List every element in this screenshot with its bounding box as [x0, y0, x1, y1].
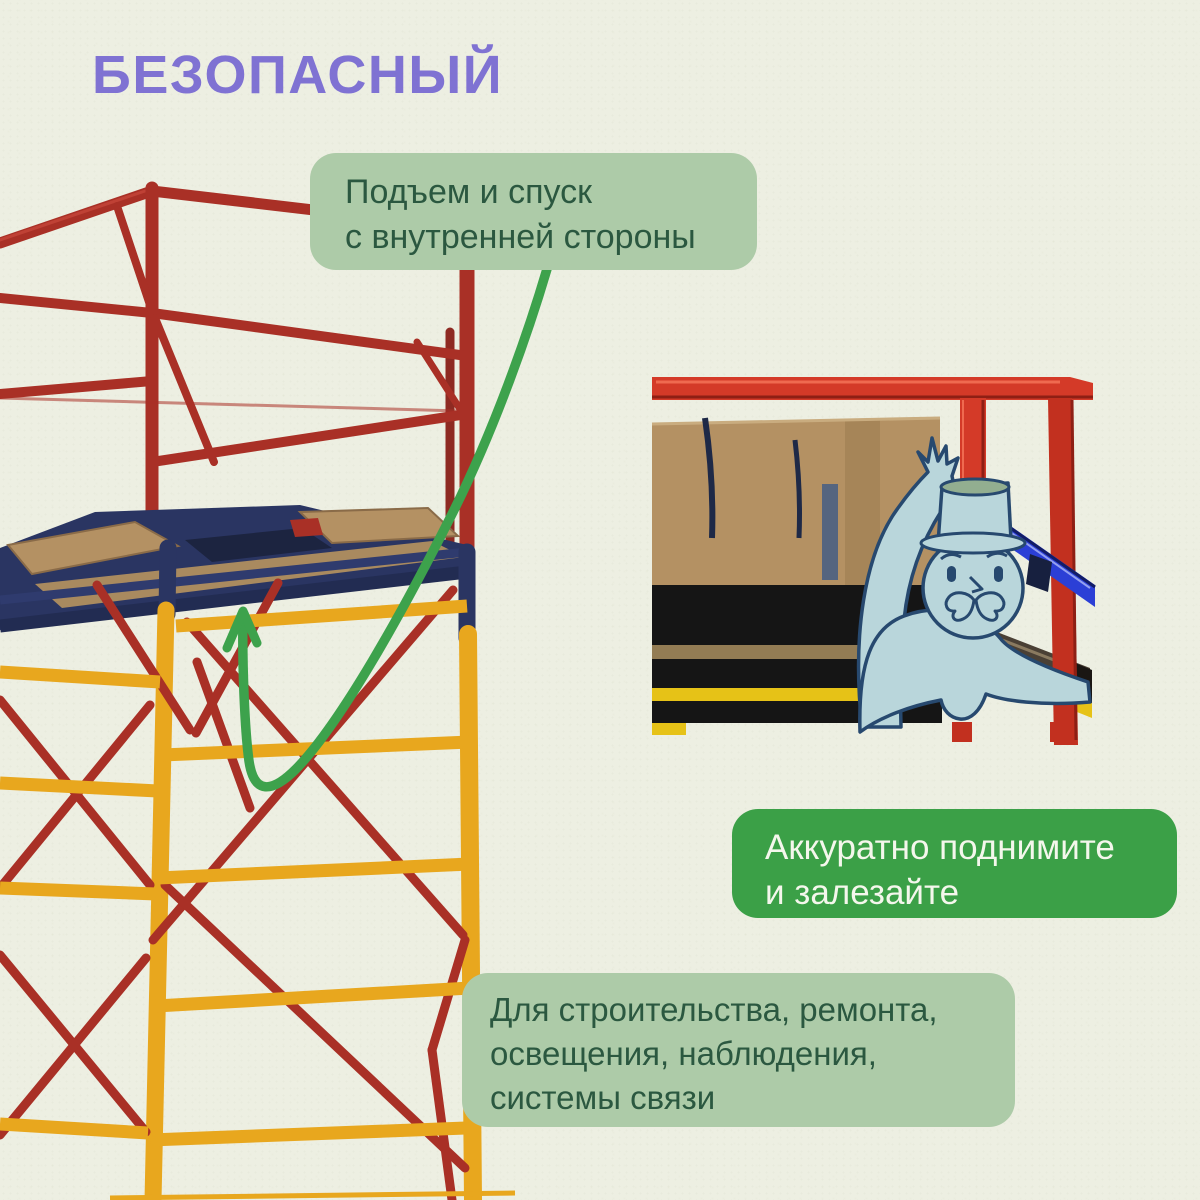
- callout-inner-access: Подъем и спуск с внутренней стороны: [310, 153, 757, 270]
- callout-line: освещения, наблюдения,: [490, 1035, 877, 1072]
- inset-photo: [651, 377, 1096, 745]
- callout-use-cases: Для строительства, ремонта, освещения, н…: [462, 973, 1015, 1127]
- callout-climb-carefully: Аккуратно поднимите и залезайте: [732, 809, 1177, 918]
- guide-arrow: [222, 264, 552, 792]
- guide-arrow-curve: [238, 264, 552, 792]
- inset-steel-post: [822, 484, 838, 580]
- platform-deck: [0, 505, 468, 633]
- callout-line: Для строительства, ремонта,: [490, 991, 938, 1028]
- page-title: БЕЗОПАСНЫЙ: [92, 45, 504, 105]
- callout-line: Подъем и спуск: [345, 173, 593, 211]
- scaffold-tower: [0, 181, 516, 1200]
- character-hat-top: [939, 477, 1011, 497]
- inset-slats: [702, 417, 802, 539]
- callout-line: Аккуратно поднимите: [765, 828, 1115, 867]
- callout-line: системы связи: [490, 1079, 716, 1116]
- inset-plywood-edge: [651, 416, 941, 426]
- character-body: [858, 608, 1092, 734]
- inset-plywood-shade: [845, 419, 880, 600]
- guide-arrow-head: [222, 606, 262, 653]
- cartoon-character: [856, 436, 1092, 734]
- callout-line: и залезайте: [765, 873, 960, 912]
- guardrail-cage: [0, 181, 475, 564]
- character-face: [940, 551, 1008, 622]
- callout-line: с внутренней стороны: [345, 218, 696, 256]
- character-mustache: [944, 591, 976, 622]
- character-hat-brim: [919, 531, 1027, 555]
